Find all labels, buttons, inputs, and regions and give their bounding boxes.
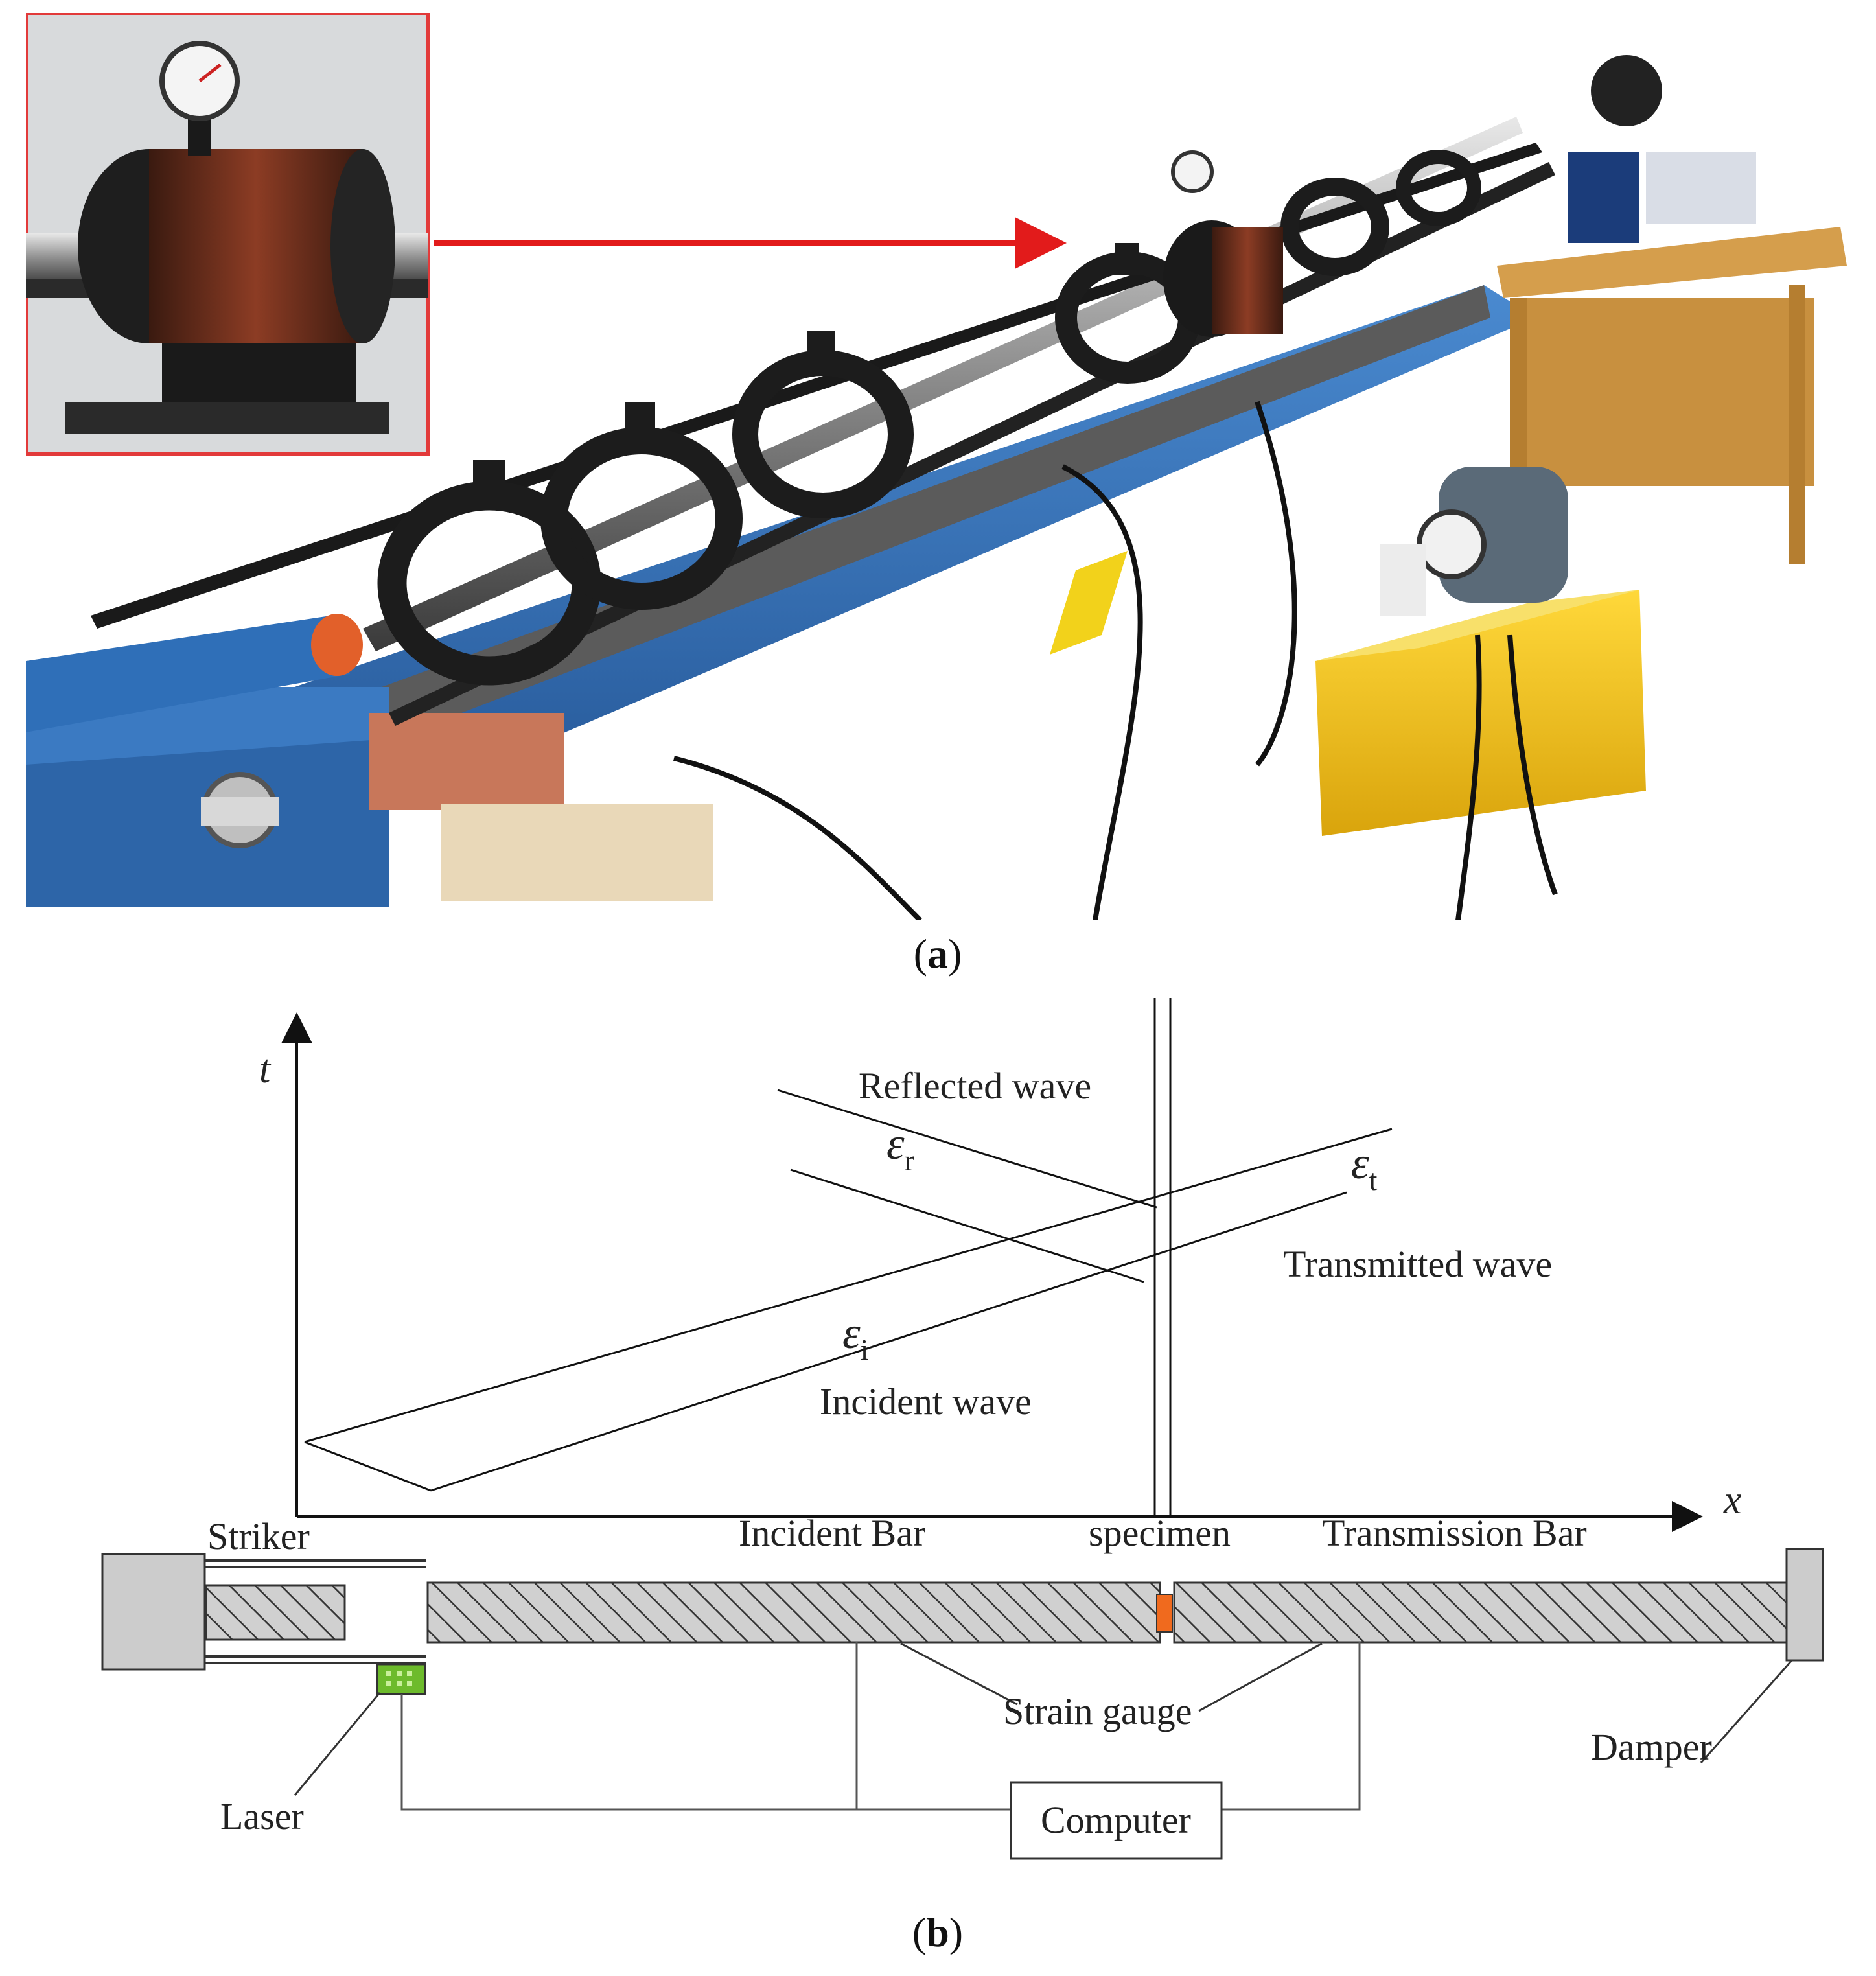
photo-panel — [24, 11, 1847, 922]
laser-leader — [294, 1692, 381, 1796]
x-axis-label: x — [1723, 1478, 1742, 1522]
wiring — [400, 1642, 1361, 1811]
striker-wave-line — [304, 1441, 432, 1492]
inset-chamber-zoom — [24, 11, 430, 456]
caption-a-open: ( — [913, 931, 927, 977]
laser-wire — [400, 1694, 1011, 1811]
transmitted-wave-label: Transmitted wave — [1283, 1243, 1552, 1285]
t-axis-label: t — [259, 1047, 272, 1091]
incident-bar — [426, 1581, 1161, 1644]
specimen — [1156, 1594, 1173, 1633]
cables — [673, 401, 1558, 922]
control-desk — [1497, 55, 1847, 570]
reflected-wave-label: Reflected wave — [859, 1065, 1091, 1107]
reflected-lower-line — [790, 1168, 1144, 1283]
wave-propagation-diagram: t x Reflected wave Transmitted wave Inci… — [101, 998, 1824, 1860]
incident-bar-label: Incident Bar — [739, 1512, 925, 1554]
diagram-panel: t x Reflected wave Transmitted wave Inci… — [0, 972, 1876, 1973]
strain-gauge-leader-right — [1198, 1642, 1323, 1712]
wave-lines — [304, 1089, 1393, 1492]
striker-label: Striker — [207, 1515, 310, 1557]
laser-sensor — [376, 1663, 426, 1695]
caption-a-letter: a — [927, 931, 948, 977]
laser-label: Laser — [220, 1795, 304, 1837]
damper-label: Damper — [1591, 1726, 1712, 1768]
transmission-bar-label: Transmission Bar — [1322, 1512, 1587, 1554]
caption-b: (b) — [873, 1909, 1002, 1957]
shpb-apparatus-photo — [24, 11, 1847, 922]
caption-b-letter: b — [926, 1909, 949, 1955]
striker-bar — [205, 1584, 346, 1641]
reflected-upper-line — [777, 1089, 1157, 1209]
epsilon-t-symbol: εt — [1351, 1139, 1378, 1196]
incident-wave-label: Incident wave — [820, 1380, 1032, 1423]
laser-sensor-dots — [386, 1671, 412, 1686]
upper-incident-line — [304, 1128, 1393, 1443]
caption-a-close: ) — [948, 931, 962, 977]
leader-lines — [294, 1642, 1793, 1796]
gas-gun-cylinder — [26, 614, 713, 901]
damper — [1785, 1548, 1824, 1662]
epsilon-r-symbol: εr — [886, 1119, 914, 1177]
specimen-label: specimen — [1089, 1512, 1231, 1554]
transmission-bar — [1173, 1581, 1788, 1644]
transmission-gauge-wire — [1222, 1642, 1361, 1811]
strain-gauge-leader-left — [900, 1642, 1018, 1706]
pressure-chamber — [1163, 150, 1283, 337]
epsilon-i-symbol: εi — [842, 1308, 868, 1366]
strain-gauge-label: Strain gauge — [1003, 1690, 1192, 1732]
caption-a: (a) — [873, 930, 1002, 978]
computer-box — [1010, 1781, 1223, 1860]
bar-support-clamps — [377, 150, 1481, 686]
gun-housing — [101, 1553, 206, 1671]
caption-b-close: ) — [949, 1909, 964, 1955]
lower-incident-line — [430, 1191, 1347, 1492]
computer-label: Computer — [1041, 1799, 1191, 1841]
caption-b-open: ( — [912, 1909, 927, 1955]
damper-leader — [1700, 1660, 1793, 1763]
